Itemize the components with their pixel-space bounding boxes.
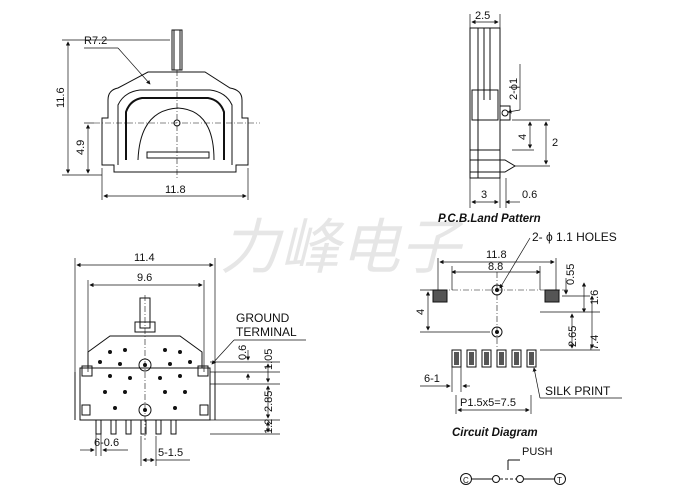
front-d515-label: 5-1.5	[158, 447, 183, 459]
side-profile-view: 2.5 2-ϕ1 4 2 3 0.6	[469, 10, 558, 208]
pcb-d4-label: 4	[415, 309, 427, 315]
side-dim06-label: 0.6	[522, 189, 537, 201]
terminal-label: TERMINAL	[236, 325, 297, 339]
watermark-text: 力峰电子	[220, 213, 464, 283]
front-d06-label: 0.6	[237, 345, 249, 360]
pcb-title: P.C.B.Land Pattern	[438, 213, 541, 225]
circuit-diagram: Circuit Diagram PUSH C T	[452, 427, 566, 485]
height-label: 11.6	[55, 87, 67, 108]
pcb-d055-label: 0.55	[565, 264, 577, 285]
pcb-w118-label: 11.8	[486, 249, 507, 261]
front-d606-label: 6-0.6	[94, 437, 119, 449]
front-d285-label: 2.85	[263, 391, 275, 412]
pcb-d61-label: 6-1	[424, 373, 440, 385]
silk-print-label: SILK PRINT	[545, 384, 611, 398]
front-w96-label: 9.6	[137, 272, 152, 284]
front-pins	[95, 419, 177, 435]
front-d105-label: 1.05	[263, 349, 275, 370]
hole-label: 2-ϕ1	[508, 78, 520, 100]
push-label: PUSH	[522, 446, 553, 458]
ground-label: GROUND	[236, 311, 290, 325]
pcb-w88-label: 8.8	[488, 261, 503, 273]
side-dim2-label: 2	[552, 137, 558, 149]
side-dim4-label: 4	[517, 134, 529, 140]
radius-label: R7.2	[84, 35, 107, 47]
front-view: 11.4 9.6	[74, 252, 306, 466]
side-width-label: 2.5	[475, 10, 490, 22]
pcb-d265-label: 2.65	[567, 326, 579, 347]
front-w114-label: 11.4	[134, 252, 155, 264]
pcb-d16-label: 1.6	[589, 290, 601, 305]
pcb-land-pattern: 2- ϕ 1.1 HOLES 11.8 8.8 0.55 1.6 4	[415, 230, 622, 414]
pad-row	[451, 349, 537, 368]
t-label: T	[557, 476, 562, 485]
pitch-label: P1.5x5=7.5	[460, 397, 516, 409]
sub-height-label: 4.9	[75, 140, 87, 155]
pcb-d74-label: 7.4	[589, 335, 601, 350]
side-dim3-label: 3	[481, 189, 487, 201]
c-label: C	[463, 476, 469, 485]
top-left-view: R7.2 11.6 4.9 11.8	[55, 29, 260, 200]
front-d12-label: 1.2	[263, 419, 275, 434]
width-label: 11.8	[165, 184, 186, 196]
holes-label: 2- ϕ 1.1 HOLES	[532, 230, 617, 244]
circuit-title: Circuit Diagram	[452, 427, 538, 439]
